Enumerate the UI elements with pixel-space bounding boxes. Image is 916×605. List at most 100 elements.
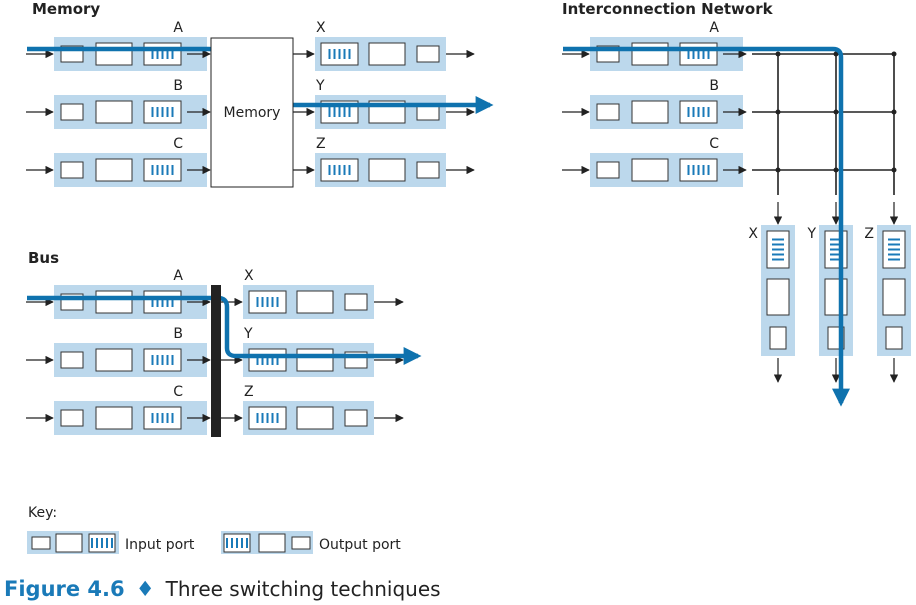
queue-mark [151, 107, 154, 117]
link-layer-box [258, 533, 286, 553]
line-termination-box [416, 45, 440, 63]
queue-mark [830, 243, 842, 246]
output-port-label: Y [243, 326, 253, 342]
queue-mark [256, 297, 259, 307]
queue-mark [707, 49, 710, 59]
bus-panel-title: Bus [28, 249, 59, 267]
queue-marks [328, 165, 351, 175]
queue-mark [226, 538, 228, 548]
input-port-label: A [173, 20, 183, 36]
input-port: C [54, 136, 207, 187]
queue-mark [266, 355, 269, 365]
interconnection-highlighted-path [563, 46, 850, 407]
input-port-label: A [173, 268, 183, 284]
queue-mark [271, 297, 274, 307]
output-port-label: X [244, 268, 254, 284]
link-layer-box [95, 42, 133, 66]
output-port-label: Z [244, 384, 254, 400]
link-layer-box [631, 42, 669, 66]
line-termination-box [596, 103, 620, 121]
queue-mark [111, 538, 113, 548]
queue-marks [91, 538, 113, 548]
queue-mark [333, 107, 336, 117]
queue-mark [166, 355, 169, 365]
link-layer-box [766, 278, 790, 316]
queue-mark [166, 107, 169, 117]
queue-mark [156, 413, 159, 423]
line-termination-box [31, 536, 51, 550]
queue-mark [328, 49, 331, 59]
queue-mark [156, 165, 159, 175]
input-port-label: C [709, 136, 719, 152]
line-termination-box [344, 409, 368, 427]
input-port: B [590, 78, 743, 129]
queue-mark [151, 355, 154, 365]
line-termination-box [60, 161, 84, 179]
queue-mark [246, 538, 248, 548]
link-layer-box [368, 42, 406, 66]
key-output-port-label: Output port [319, 537, 401, 553]
queue-mark [333, 49, 336, 59]
output-port-vertical: Z [864, 225, 911, 356]
queue-marks [151, 297, 174, 307]
queue-mark [692, 49, 695, 59]
line-termination-box [596, 161, 620, 179]
line-termination-box [60, 409, 84, 427]
queue-mark [241, 538, 243, 548]
queue-marks [256, 355, 279, 365]
queue-mark [697, 49, 700, 59]
queue-mark [156, 107, 159, 117]
queue-marks [151, 107, 174, 117]
queue-mark [692, 107, 695, 117]
queue-mark [348, 165, 351, 175]
input-port: B [54, 326, 207, 377]
queue-mark [256, 413, 259, 423]
link-layer-box [95, 406, 133, 430]
line-termination-box [60, 351, 84, 369]
link-layer-box [631, 100, 669, 124]
queue-marks [888, 238, 900, 261]
output-port-label: Y [806, 226, 816, 242]
input-port-label: B [173, 78, 183, 94]
queue-marks [328, 49, 351, 59]
bus-panel: A X B Y C Z [26, 268, 422, 435]
queue-mark [772, 248, 784, 251]
queue-marks [687, 107, 710, 117]
queue-mark [166, 49, 169, 59]
queue-mark [830, 253, 842, 256]
input-port: C [590, 136, 743, 187]
queue-mark [772, 253, 784, 256]
queue-mark [266, 297, 269, 307]
input-port: C [54, 384, 207, 435]
queue-marks [151, 49, 174, 59]
queue-mark [687, 49, 690, 59]
queue-mark [888, 248, 900, 251]
queue-marks [830, 238, 842, 261]
link-layer-box [296, 290, 334, 314]
caption-text: Three switching techniques [165, 577, 441, 601]
queue-marks [328, 107, 351, 117]
queue-mark [166, 413, 169, 423]
queue-mark [161, 107, 164, 117]
link-layer-box [631, 158, 669, 182]
queue-mark [343, 165, 346, 175]
memory-panel-title: Memory [32, 0, 100, 18]
queue-mark [166, 297, 169, 307]
queue-mark [171, 413, 174, 423]
queue-mark [333, 165, 336, 175]
line-termination-box [344, 293, 368, 311]
figure-caption: Figure 4.6 ♦ Three switching techniques [4, 577, 441, 601]
link-layer-box [95, 348, 133, 372]
queue-mark [687, 165, 690, 175]
queue-mark [707, 107, 710, 117]
queue-mark [161, 413, 164, 423]
queue-mark [261, 355, 264, 365]
queue-mark [888, 258, 900, 261]
link-layer-box [296, 406, 334, 430]
queue-mark [161, 165, 164, 175]
key-legend [27, 531, 313, 554]
queue-mark [348, 49, 351, 59]
